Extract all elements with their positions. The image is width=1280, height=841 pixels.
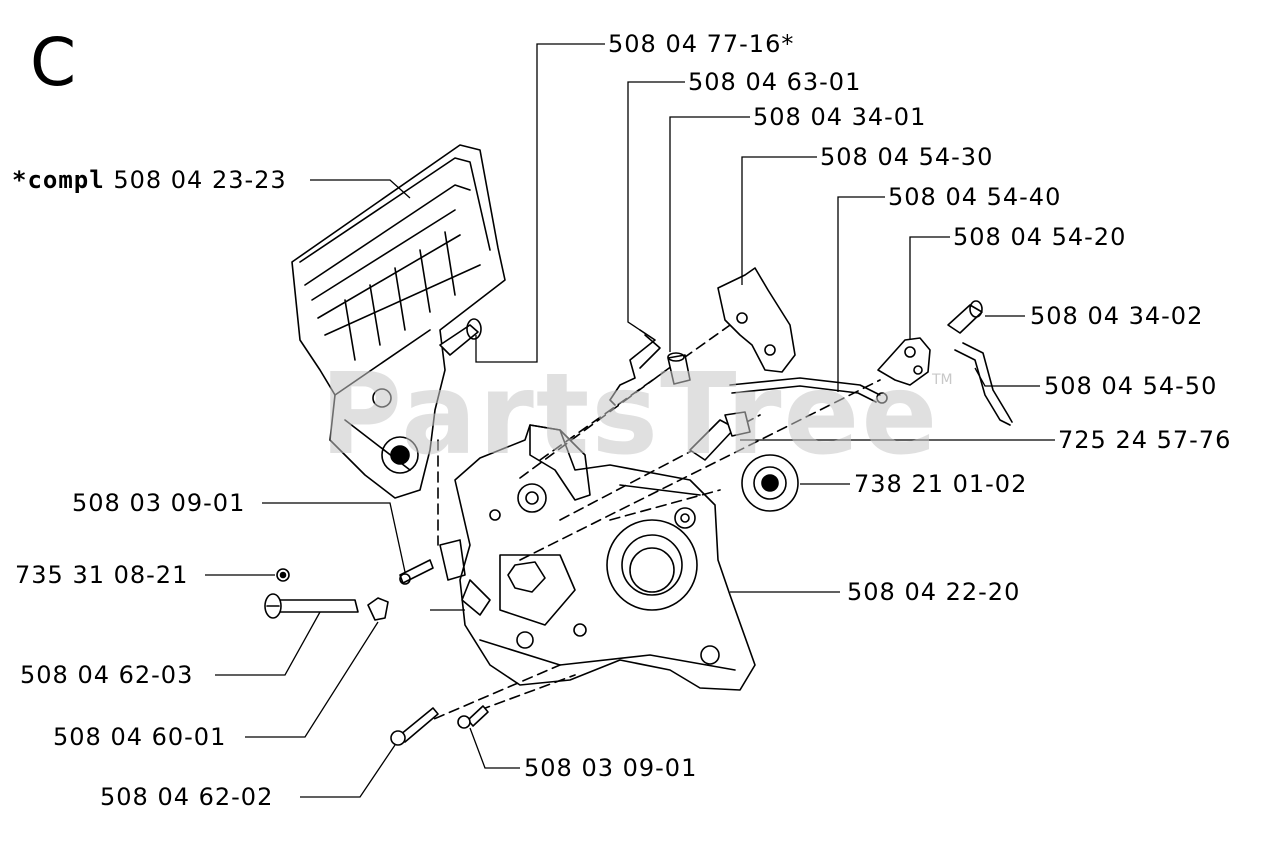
watermark: PartsTree	[320, 350, 940, 480]
bearing-part	[741, 454, 799, 512]
callout-label: 508 03 09-01	[72, 489, 246, 517]
leader-lines	[205, 43, 1055, 798]
chain-cover-part	[291, 144, 506, 499]
washer-part	[276, 568, 290, 582]
callout-label: 508 04 54-50	[1044, 372, 1218, 400]
lever-part	[717, 267, 796, 373]
bolt-bottom-part	[390, 707, 439, 746]
sleeve-part	[667, 352, 691, 385]
callout-label: 508 04 54-20	[953, 223, 1127, 251]
crank-rod-part	[954, 342, 1013, 426]
pin-part	[947, 300, 983, 334]
callout-label: 508 03 09-01	[524, 754, 698, 782]
callout-label: 738 21 01-02	[854, 470, 1028, 498]
callout-label: 725 24 57-76	[1058, 426, 1232, 454]
housing-part	[439, 424, 756, 691]
callout-label: 508 04 60-01	[53, 723, 227, 751]
clip-part	[609, 329, 661, 406]
callout-label: 508 04 22-20	[847, 578, 1021, 606]
callout-label: 508 04 54-30	[820, 143, 994, 171]
callout-label: 508 04 77-16*	[608, 30, 795, 58]
rod-part	[729, 377, 888, 404]
callout-label: 508 04 34-01	[753, 103, 927, 131]
callout-label: 508 04 34-02	[1030, 302, 1204, 330]
watermark-trademark: TM	[932, 372, 953, 388]
alignment-lines	[419, 317, 881, 726]
callout-label-compl: *compl 508 04 23-23	[12, 166, 287, 194]
callout-label: 508 04 54-40	[888, 183, 1062, 211]
compl-part-number: 508 04 23-23	[113, 166, 287, 194]
section-letter: C	[30, 24, 77, 101]
bracket-part	[877, 337, 931, 386]
compl-prefix: *compl	[12, 166, 105, 194]
nut-part	[367, 597, 389, 621]
callout-label: 735 31 08-21	[15, 561, 189, 589]
screw-part	[689, 411, 751, 461]
screw-left-part	[399, 559, 434, 585]
screw-bottom-part	[457, 705, 489, 729]
callout-label: 508 04 62-03	[20, 661, 194, 689]
callout-label: 508 04 63-01	[688, 68, 862, 96]
callout-label: 508 04 62-02	[100, 783, 274, 811]
adjust-screw-part	[264, 593, 359, 619]
